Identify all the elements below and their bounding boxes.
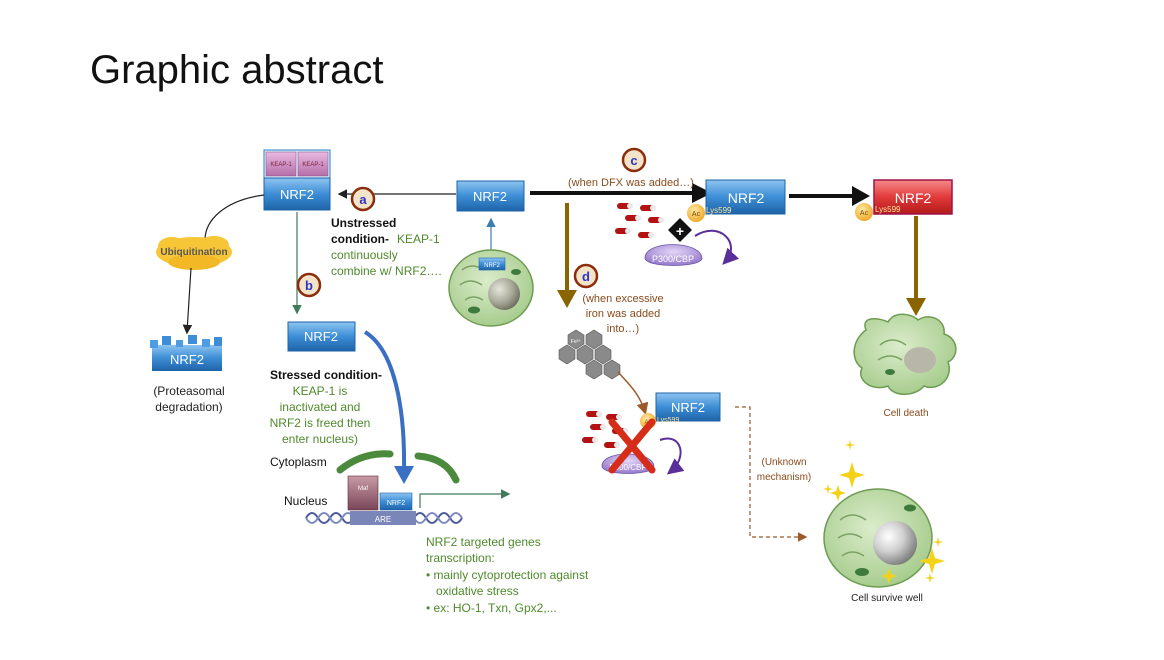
proteasomal-line2: degradation) (155, 400, 222, 414)
nrf2-to-nucleus-arrowhead (394, 466, 414, 484)
arrow-to-cell-death (906, 298, 926, 316)
marker-c: c (621, 147, 647, 173)
proteasomal-line1: (Proteasomal (153, 384, 224, 398)
plus-diamond: + (668, 218, 692, 242)
cytoplasm-label: Cytoplasm (270, 455, 327, 469)
ubiquitination-cloud: Ubiquitination (156, 236, 232, 270)
unknown-mechanism-path (735, 406, 808, 542)
nrf2-to-nucleus-arrow (363, 330, 407, 471)
nrf2-stressed-box: NRF2 (287, 321, 356, 352)
lys2-label: Lys599 (875, 205, 901, 214)
ubiquitin-to-degradation-arrow (182, 267, 193, 335)
ubiquitination-label: Ubiquitination (160, 247, 227, 258)
red-x-icon (608, 418, 656, 474)
unstressed-keap1: KEAP-1 (397, 232, 440, 246)
lys3-label: Lys599 (657, 417, 679, 424)
acetylation-curve-arrow (694, 229, 740, 265)
genes-line1: NRF2 targeted genes (426, 535, 541, 549)
iron-line1: (when excessive (582, 293, 663, 305)
stressed-bold: Stressed condition- (270, 368, 382, 382)
arrow-d (557, 290, 577, 308)
nrf2-acetylated-label: NRF2 (728, 190, 765, 206)
dfx-text: (when DFX was added…) (568, 177, 694, 189)
dfx-pills (615, 203, 664, 238)
marker-d: d (573, 263, 599, 289)
unstressed-bold-line1: Unstressed (331, 216, 396, 230)
cell-death-label: Cell death (883, 408, 928, 419)
are-label: ARE (375, 515, 391, 524)
nrf2-acetylated-box: NRF2 Ac Lys599 (687, 179, 786, 222)
genes-line2: transcription: (426, 551, 495, 565)
iron-line2: iron was added (586, 308, 661, 320)
marker-b: b (296, 272, 322, 298)
stressed-line2: KEAP-1 is (293, 384, 348, 398)
ac1-label: Ac (692, 211, 701, 218)
unstressed-line3: continuously (331, 248, 398, 262)
complex-to-ubiquitin-line (204, 194, 265, 241)
unstressed-bold-line2: condition- (331, 232, 389, 246)
dying-cell (853, 313, 957, 395)
keap1-right-label: KEAP-1 (302, 162, 324, 168)
nrf2-complex-label: NRF2 (280, 187, 314, 202)
marker-c-letter: c (630, 153, 637, 168)
nrf2-cell-small-label: NRF2 (484, 263, 500, 269)
nrf2-iron-box: NRF2 Ac Lys599 (640, 392, 721, 429)
marker-b-letter: b (305, 278, 313, 293)
nrf2-red-label: NRF2 (895, 190, 932, 206)
nrf2-iron-label: NRF2 (671, 400, 705, 415)
surviving-cell (823, 488, 933, 588)
p300-blocked-label: P300/CBP (609, 463, 646, 472)
plus-symbol: + (676, 223, 684, 239)
unknown-line2: mechanism) (757, 472, 811, 483)
iron-hexagons: Fe³⁺ (558, 329, 621, 380)
fe-label: Fe³⁺ (571, 339, 582, 345)
cell-survive-label: Cell survive well (851, 593, 923, 604)
arrow-to-red-nrf2 (852, 186, 870, 206)
maf-block: Maf (347, 475, 379, 511)
center-cell: NRF2 (448, 249, 534, 327)
nucleus-label: Nucleus (284, 494, 327, 508)
ac2-label: Ac (860, 210, 869, 217)
transcription-arrow (419, 489, 511, 508)
nrf2-stressed-label: NRF2 (304, 329, 338, 344)
p300-label: P300/CBP (652, 254, 694, 264)
stressed-line5: enter nucleus) (282, 432, 358, 446)
iron-branch-pills (582, 411, 628, 448)
stressed-line4: NRF2 is freed then (270, 416, 371, 430)
blocked-curve-arrow (659, 437, 685, 475)
genes-line3: • mainly cytoprotection against (426, 568, 589, 582)
nrf2-red-box: NRF2 Ac Lys599 (855, 179, 953, 221)
nrf2-dna-label: NRF2 (387, 500, 405, 507)
nrf2-cytoplasm-label: NRF2 (473, 189, 507, 204)
genes-line4: oxidative stress (436, 584, 519, 598)
maf-label: Maf (358, 486, 368, 492)
p300-enzyme: P300/CBP (644, 244, 703, 266)
slide-title: Graphic abstract (90, 48, 384, 92)
sparkle-icons (823, 440, 945, 584)
nrf2-degraded-block: NRF2 (150, 335, 222, 371)
dna-helix: ARE (305, 511, 463, 525)
stressed-line3: inactivated and (280, 400, 361, 414)
nrf2-degraded-label: NRF2 (170, 352, 204, 367)
arrow-c (692, 183, 712, 203)
nrf2-dna-block: NRF2 (379, 492, 413, 511)
nrf2-cytoplasm-box: NRF2 (456, 180, 525, 212)
marker-d-letter: d (582, 269, 590, 284)
iron-to-nrf2-arrow (617, 371, 649, 415)
keap1-left-label: KEAP-1 (270, 162, 292, 168)
genes-line5: • ex: HO-1, Txn, Gpx2,... (426, 601, 557, 615)
marker-a-letter: a (359, 192, 367, 207)
keap1-nrf2-complex: KEAP-1 KEAP-1 NRF2 (263, 149, 331, 211)
marker-a: a (350, 186, 376, 212)
nuclear-envelope (336, 450, 460, 484)
iron-line3: into…) (607, 323, 639, 335)
unstressed-line4: combine w/ NRF2…. (331, 264, 442, 278)
lys1-label: Lys599 (706, 206, 732, 215)
unknown-line1: (Unknown (761, 457, 806, 468)
